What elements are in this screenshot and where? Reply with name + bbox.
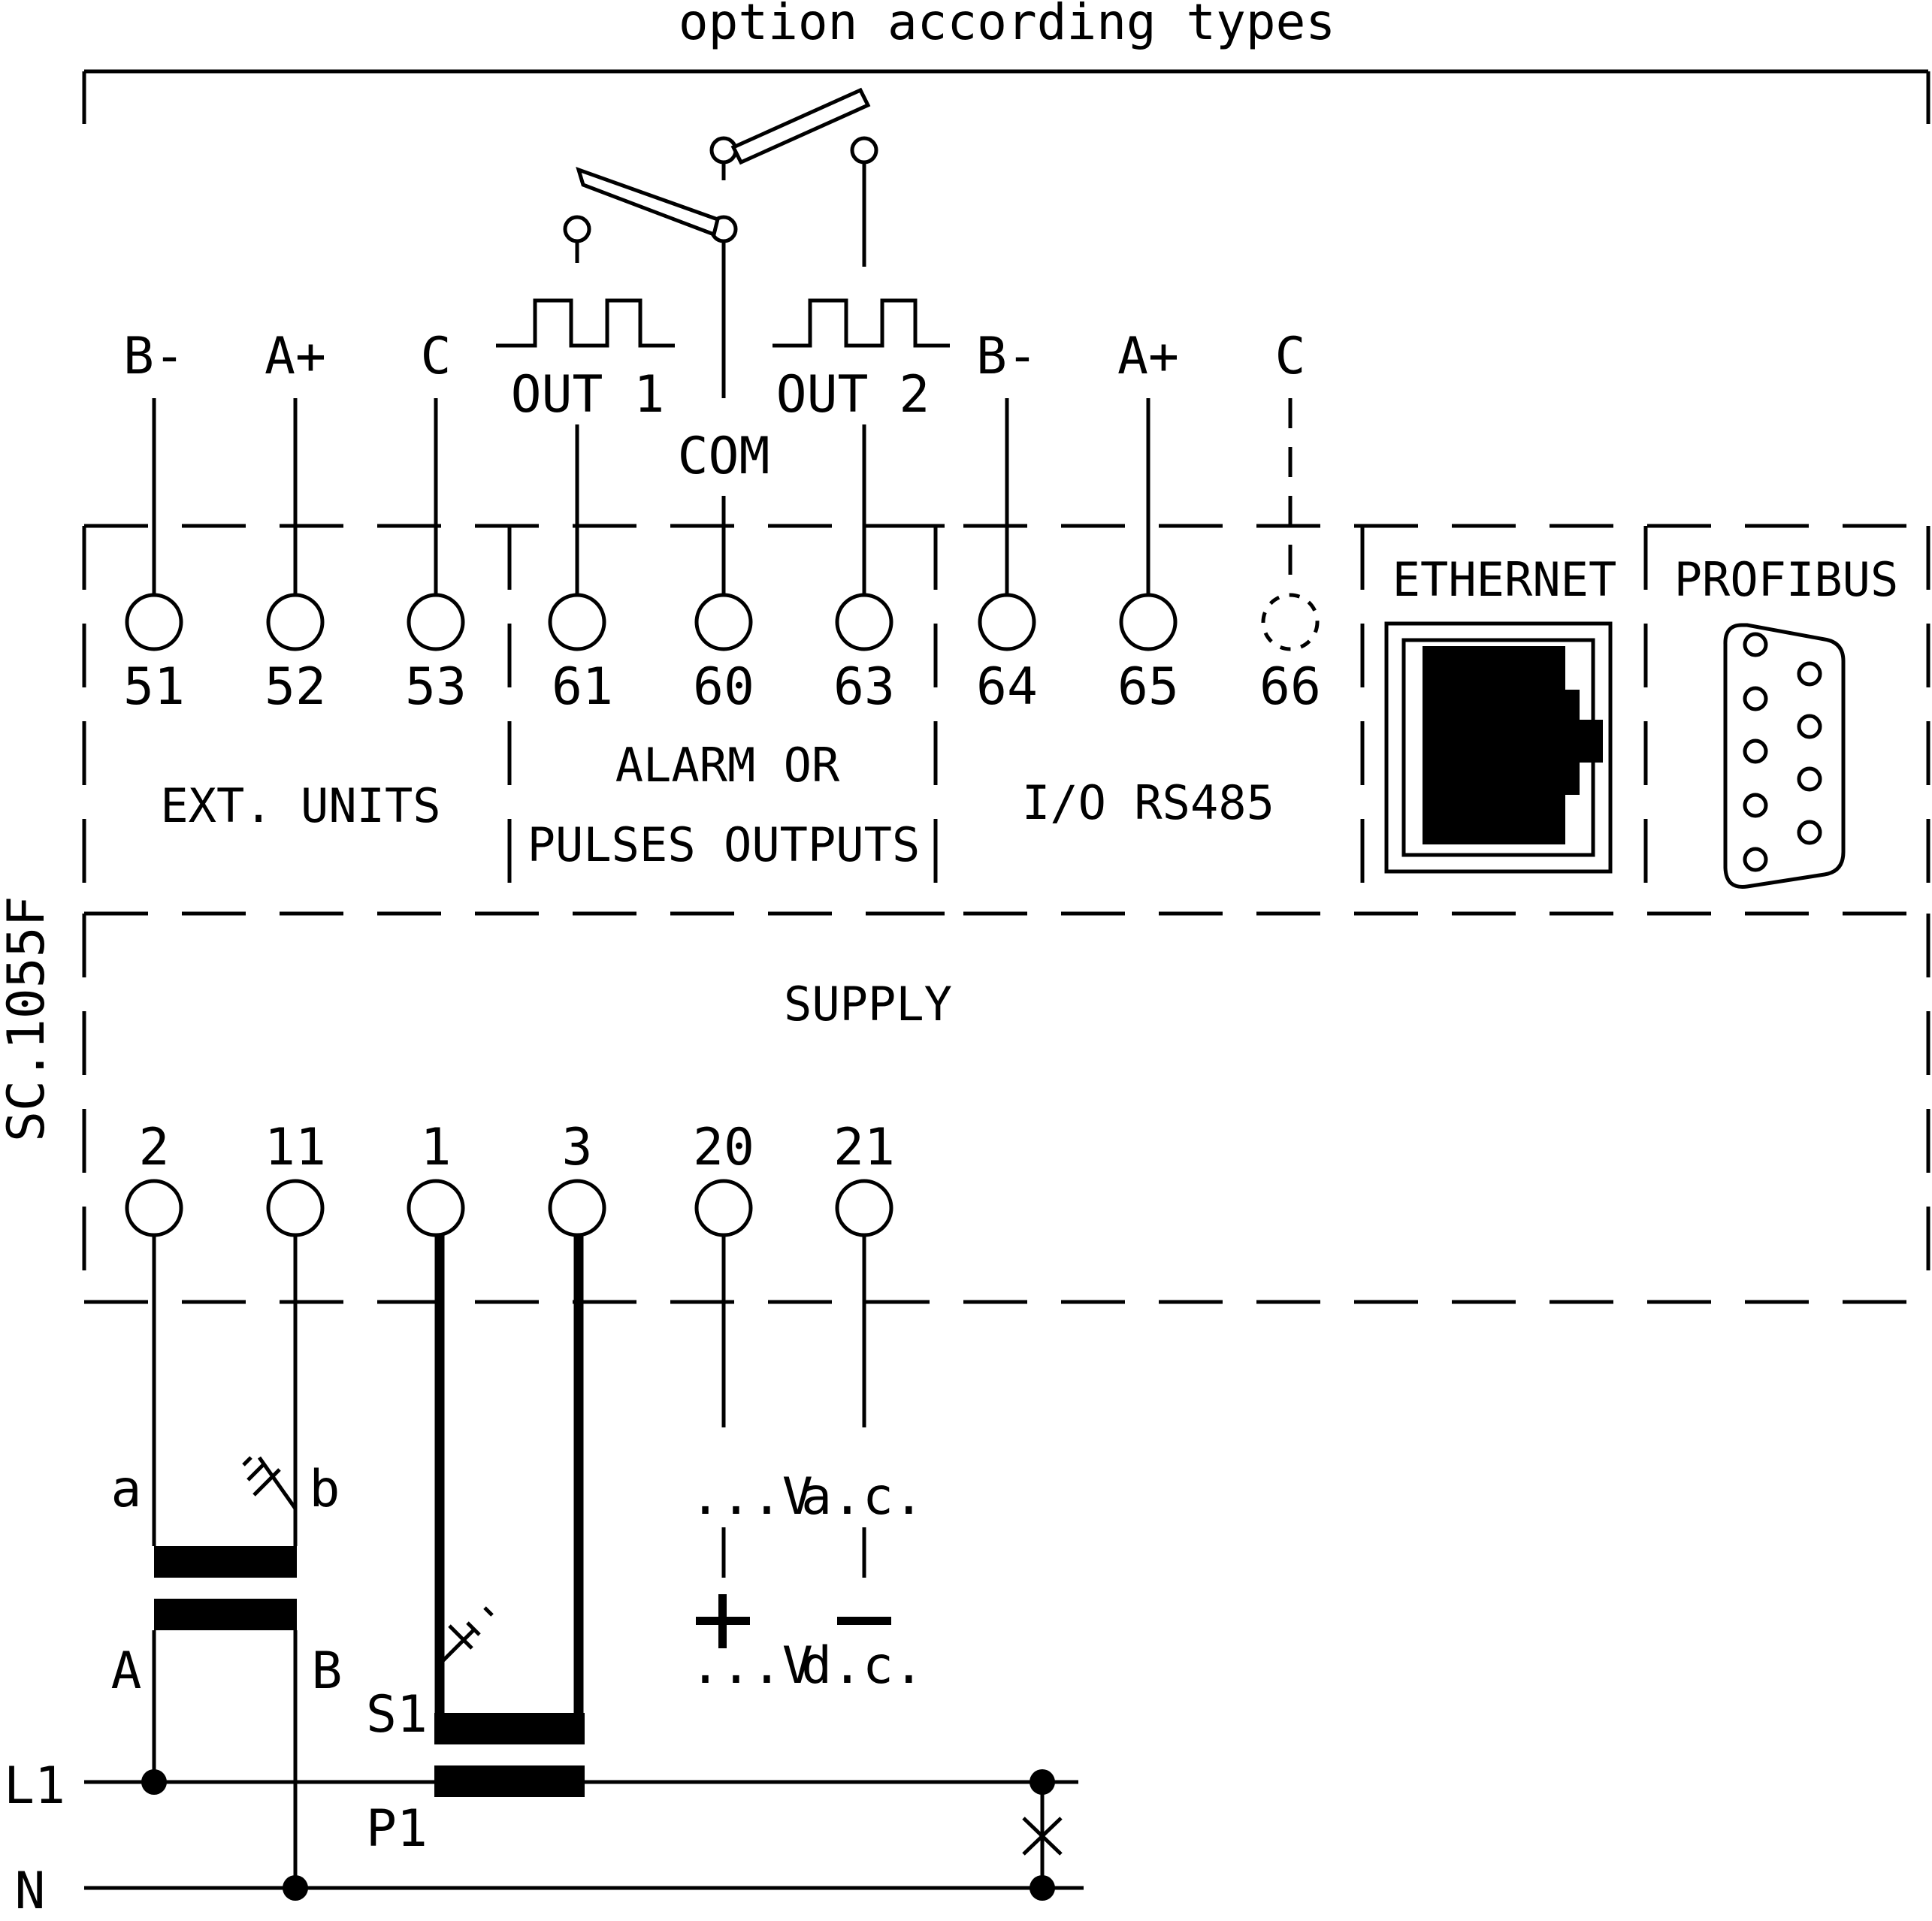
- plus-icon: [696, 1594, 750, 1648]
- relay-contact-icon: [563, 87, 878, 398]
- terminal-label-65: 65: [1117, 657, 1179, 717]
- terminal-label-51: 51: [123, 657, 185, 717]
- ext-units-group: B- A+ C 51 52 53 EXT. UNITS: [123, 327, 467, 833]
- out2-label: OUT 2: [776, 365, 930, 424]
- terminal-65: [1119, 593, 1178, 651]
- vt-label-a: a: [111, 1460, 142, 1519]
- terminal-51: [125, 593, 183, 651]
- terminal-label-11: 11: [265, 1118, 326, 1177]
- out1-label: OUT 1: [511, 365, 665, 424]
- terminal-2: [125, 1179, 183, 1237]
- outputs-caption-line2: PULSES OUTPUTS: [528, 817, 921, 872]
- terminal-20: [694, 1179, 753, 1237]
- terminal-64: [978, 593, 1036, 651]
- minus-icon: [837, 1617, 891, 1625]
- pulse-icon-out2: [772, 298, 950, 348]
- supply-dc-type: d.c.: [801, 1636, 924, 1696]
- outputs-caption-line1: ALARM OR: [615, 738, 840, 793]
- terminal-52: [266, 593, 325, 651]
- rs485-group: B- A+ C 64 65 66 I/O RS485: [976, 327, 1321, 830]
- terminal-label-66: 66: [1259, 657, 1321, 717]
- supply-module-box: [82, 914, 1930, 1304]
- ext-signal-b: B-: [123, 327, 185, 386]
- vt-label-A: A: [111, 1642, 142, 1701]
- rs485-signal-a: A+: [1117, 327, 1179, 386]
- ethernet-label: ETHERNET: [1392, 552, 1617, 607]
- supply-caption: SUPPLY: [784, 977, 952, 1031]
- vt-label-B: B: [312, 1642, 343, 1701]
- terminal-label-61: 61: [552, 657, 613, 717]
- terminal-label-53: 53: [405, 657, 467, 717]
- terminal-53: [407, 593, 465, 651]
- terminal-60: [694, 593, 753, 651]
- ct-label-p1: P1: [366, 1799, 428, 1859]
- profibus-label: PROFIBUS: [1674, 552, 1899, 607]
- rj45-icon: [1423, 646, 1603, 844]
- terminal-label-20: 20: [693, 1118, 754, 1177]
- terminal-21: [835, 1179, 893, 1237]
- rs485-signal-c: C: [1275, 327, 1306, 386]
- vt-secondary-winding: [154, 1546, 297, 1578]
- com-label: COM: [678, 427, 770, 486]
- supply-ac-type: a.c.: [801, 1467, 924, 1527]
- load-cross-icon: [1022, 1817, 1063, 1856]
- ext-units-caption: EXT. UNITS: [160, 778, 440, 833]
- rs485-caption: I/O RS485: [1022, 775, 1274, 830]
- ethernet-group: ETHERNET: [1384, 552, 1617, 874]
- supply-group: SUPPLY 2 11 1 3 20 21: [125, 977, 952, 1237]
- ext-signal-c: C: [421, 327, 452, 386]
- ext-signal-a: A+: [265, 327, 326, 386]
- terminal-label-63: 63: [833, 657, 895, 717]
- terminal-61: [548, 593, 606, 651]
- vt-primary-winding: [154, 1599, 297, 1630]
- pulse-icon-out1: [496, 298, 675, 348]
- ct-label-s1: S1: [366, 1685, 428, 1744]
- terminal-3: [548, 1179, 606, 1237]
- terminal-11: [266, 1179, 325, 1237]
- terminal-66: [1261, 593, 1320, 651]
- ct-ground-icon: [438, 1606, 494, 1666]
- ethernet-port-outer: [1384, 621, 1613, 874]
- rs485-signal-b: B-: [976, 327, 1038, 386]
- terminal-label-64: 64: [976, 657, 1038, 717]
- terminal-label-52: 52: [265, 657, 326, 717]
- supply-ac-voltage: ...V: [690, 1467, 813, 1527]
- drawing-code: SC.1055F: [0, 896, 56, 1142]
- terminal-label-1: 1: [421, 1118, 452, 1177]
- terminal-label-60: 60: [693, 657, 754, 717]
- line-label-n: N: [15, 1862, 46, 1921]
- external-wiring: a b A B S1 P1 ...V a.c. ...V d.c.: [4, 1235, 1084, 1921]
- terminal-label-3: 3: [562, 1118, 593, 1177]
- option-bracket: [82, 69, 1930, 124]
- terminal-label-21: 21: [833, 1118, 895, 1177]
- vt-ground-icon: [242, 1456, 298, 1510]
- db9-connector-icon: [1723, 623, 1846, 889]
- terminal-63: [835, 593, 893, 651]
- ct-secondary-loop: [434, 1235, 584, 1726]
- terminal-1: [407, 1179, 465, 1237]
- diagram-title: option according types: [679, 0, 1335, 51]
- supply-dc-voltage: ...V: [690, 1636, 813, 1696]
- profibus-group: PROFIBUS: [1674, 552, 1899, 889]
- terminal-label-2: 2: [139, 1118, 170, 1177]
- line-label-l1: L1: [4, 1756, 65, 1816]
- ct-secondary-winding: [434, 1713, 585, 1744]
- outputs-group: OUT 1 OUT 2 COM 61 60 63 ALARM OR PULSES…: [496, 87, 950, 872]
- vt-label-b: b: [310, 1460, 340, 1519]
